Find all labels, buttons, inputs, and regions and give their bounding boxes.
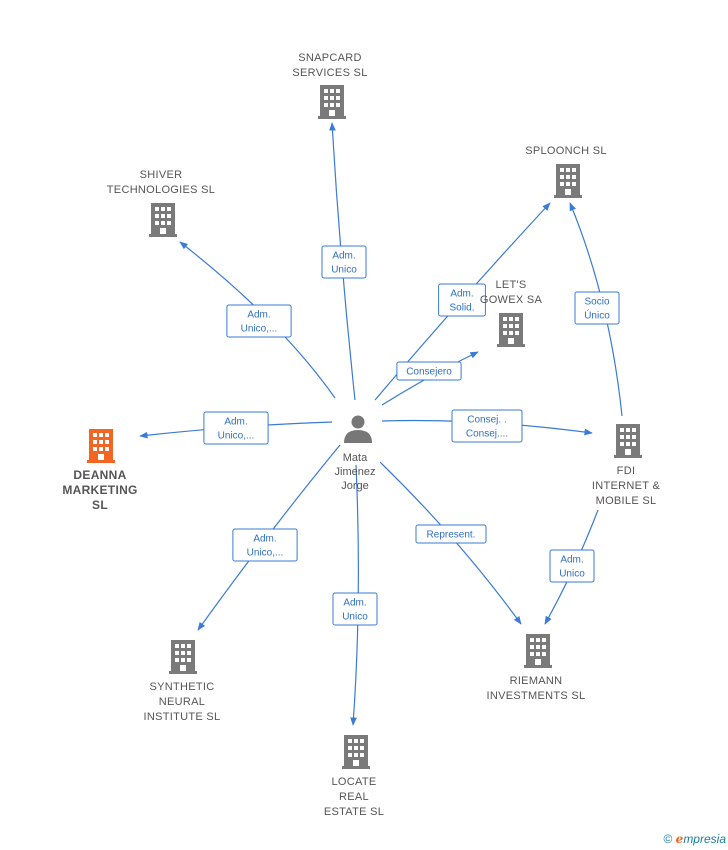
building-icon-shiver[interactable] [149,203,177,237]
relation-label-fdi-riemann[interactable]: Adm. Unico [549,549,595,583]
relation-label-box [438,283,486,317]
relation-label-text: Unico,... [218,431,255,442]
relation-label-person-lets[interactable]: Consejero [396,361,462,381]
relation-label-box [203,411,269,445]
company-label-synthetic[interactable]: SYNTHETIC NEURAL INSTITUTE SL [143,681,221,723]
building-icon-splooch[interactable] [554,164,582,198]
relation-label-person-splooch[interactable]: Adm. Solid. [438,283,486,317]
person-name-label[interactable]: Mata Jimenez Jorge [334,452,376,492]
building-icon-riemann[interactable] [524,634,552,668]
relation-label-box [232,528,298,562]
relation-label-text: Único [584,309,610,322]
relation-label-box [321,245,367,279]
person-icon[interactable] [344,415,372,444]
building-icon-snapcard[interactable] [318,85,346,119]
copyright-footer: © empresia [663,832,726,846]
relation-label-text: Unico [559,569,585,580]
relation-label-box [549,549,595,583]
relation-label-text: Unico,... [247,548,284,559]
copyright-symbol: © [663,832,673,846]
relation-label-person-synthetic[interactable]: Adm. Unico,... [232,528,298,562]
relation-label-person-riemann[interactable]: Represent. [415,524,487,544]
company-label-deanna[interactable]: DEANNA MARKETING SL [62,468,138,512]
company-label-fdi[interactable]: FDI INTERNET & MOBILE SL [591,465,661,507]
relation-label-text: Adm. [332,251,355,262]
relation-label-person-shiver[interactable]: Adm. Unico,... [226,304,292,338]
relation-label-text: Solid. [449,303,474,314]
relation-label-text: Socio [584,297,609,308]
relation-label-person-snapcard[interactable]: Adm. Unico [321,245,367,279]
company-label-snapcard[interactable]: SNAPCARD SERVICES SL [292,52,368,79]
relation-label-text: Adm. [247,310,270,321]
empresia-logo-initial: e [675,832,684,846]
relation-label-box [574,291,620,325]
relation-label-text: Adm. [224,417,247,428]
relation-label-text: Unico [342,612,368,623]
relation-label-text: Adm. [450,289,473,300]
relation-label-box [226,304,292,338]
relation-label-person-fdi[interactable]: Consej. . Consej.... [451,409,523,443]
relation-label-person-locate[interactable]: Adm. Unico [332,592,378,626]
relation-label-person-deanna[interactable]: Adm. Unico,... [203,411,269,445]
building-icon-synthetic[interactable] [169,640,197,674]
company-label-lets[interactable]: LET'S GOWEX SA [479,279,543,306]
building-icon-fdi[interactable] [614,424,642,458]
empresia-logo-text: mpresia [683,832,726,846]
relation-label-text: Unico [331,265,357,276]
relation-label-text: Represent. [427,530,476,541]
relation-label-box [415,524,487,544]
relation-label-box [396,361,462,381]
building-icon-lets[interactable] [497,313,525,347]
company-label-locate[interactable]: LOCATE REAL ESTATE SL [323,776,385,818]
relation-label-text: Unico,... [241,324,278,335]
relation-label-text: Consej.... [466,429,508,440]
relation-label-text: Adm. [343,598,366,609]
relation-label-text: Consejero [406,367,452,378]
company-label-shiver[interactable]: SHIVER TECHNOLOGIES SL [106,169,216,196]
relation-label-text: Consej. . [467,415,506,426]
relation-label-text: Adm. [560,555,583,566]
building-icon-locate[interactable] [342,735,370,769]
building-icon-deanna[interactable] [87,429,115,463]
relation-label-box [332,592,378,626]
relation-label-box [451,409,523,443]
company-label-riemann[interactable]: RIEMANN INVESTMENTS SL [486,675,586,702]
company-label-splooch[interactable]: SPLOONCH SL [525,145,607,157]
relation-label-text: Adm. [253,534,276,545]
